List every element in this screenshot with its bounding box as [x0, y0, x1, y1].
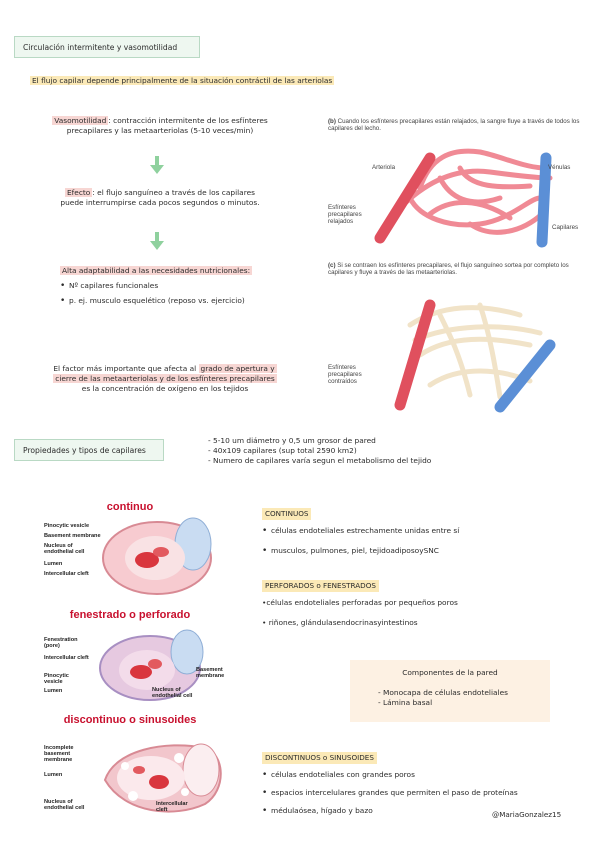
list-item: p. ej. musculo esquelético (reposo vs. e… — [60, 295, 310, 307]
label-capilares: Capilares — [552, 224, 579, 231]
list-item: •células endoteliales perforadas por peq… — [262, 597, 458, 607]
factor-line3: es la concentración de oxígeno en los te… — [81, 383, 249, 393]
list-item: - Numero de capilares varía segun el met… — [208, 455, 432, 465]
label-lumen: Lumen — [44, 561, 63, 567]
list-item: células endoteliales estrechamente unida… — [262, 525, 582, 537]
author-handle: @MariaGonzalez15 — [492, 810, 562, 819]
title-box: Circulación intermitente y vasomotilidad — [14, 36, 200, 58]
page-title: Circulación intermitente y vasomotilidad — [23, 43, 178, 52]
propiedades-list: - 5-10 um diámetro y 0,5 um grosor de pa… — [208, 436, 578, 466]
vasomotilidad-term: Vasomotilidad — [52, 116, 109, 125]
continuos-list: células endoteliales estrechamente unida… — [262, 525, 582, 557]
label-basement-membrane: Basement membrane — [196, 667, 225, 679]
componentes-heading: Componentes de la pared — [402, 668, 498, 677]
label-venulas: Vénulas — [548, 164, 571, 171]
label-intercellular-cleft: Intercellular cleft — [156, 801, 188, 813]
label-nucleus: Nucleus of endothelial cell — [152, 687, 193, 699]
efecto-text-b: puede interrumpirse cada pocos segundos … — [60, 197, 260, 207]
list-item: - Monocapa de células endoteliales — [378, 687, 508, 697]
list-item: - 5-10 um diámetro y 0,5 um grosor de pa… — [208, 436, 376, 445]
list-item: médulaósea, hígado y bazo — [262, 805, 582, 817]
figure-c-tag: (c) — [328, 262, 336, 269]
capillary-bed-contracted-diagram — [394, 299, 556, 413]
label-pinocytic-vesicle: Pinocytic vesicle — [44, 673, 69, 685]
continuos-heading: CONTINUOS — [262, 508, 312, 520]
label-esfinteres-relajados: Esfínteres precapilares relajados — [328, 204, 362, 226]
factor-line1-a: El factor más importante que afecta al — [53, 364, 199, 373]
discontinuos-heading: DISCONTINUOS o SINUSOIDES — [262, 752, 377, 764]
label-nucleus: Nucleus of endothelial cell — [44, 543, 85, 555]
figure-b-tag: (b) — [328, 118, 336, 125]
label-nucleus: Nucleus of endothelial cell — [44, 799, 85, 811]
perforados-block: PERFORADOS o FENESTRADOS •células endote… — [262, 580, 582, 628]
figure-c-caption: (c) Si se contraen los esfínteres precap… — [328, 262, 588, 277]
factor-line1-hl: grado de apertura y — [198, 364, 277, 373]
label-intercellular-cleft: Intercellular cleft — [44, 655, 89, 661]
discontinuo-illustration — [103, 743, 222, 813]
list-item: musculos, pulmones, piel, tejidoadiposoy… — [262, 545, 582, 557]
propiedades-title: Propiedades y tipos de capilares — [23, 446, 146, 455]
discontinuo-title: discontinuo o sinusoides — [63, 714, 197, 726]
efecto-block: Efecto: el flujo sanguíneo a través de l… — [30, 188, 290, 208]
propiedades-box: Propiedades y tipos de capilares — [14, 439, 164, 461]
label-esfinteres-contraidos: Esfínteres precapilares contraídos — [328, 364, 362, 386]
discontinuos-list: células endoteliales con grandes poros e… — [262, 769, 582, 817]
capillary-bed-relaxed-diagram — [374, 148, 553, 248]
componentes-box: Componentes de la pared - Monocapa de cé… — [350, 660, 550, 722]
continuo-title: continuo — [106, 501, 154, 513]
figure-b-caption: (b) Cuando los esfínteres precapilares e… — [328, 118, 588, 133]
adaptabilidad-list: Nº capilares funcionales p. ej. musculo … — [60, 280, 310, 307]
label-fenestration: Fenestration (pore) — [44, 637, 78, 649]
figure-b-caption-text: Cuando los esfínteres precapilares están… — [328, 118, 580, 133]
label-intercellular-cleft: Intercellular cleft — [44, 571, 89, 577]
perforados-heading: PERFORADOS o FENESTRADOS — [262, 580, 379, 592]
vasomotilidad-text-a: : contracción intermitente de los esfínt… — [108, 116, 268, 125]
figure-c-caption-text: Si se contraen los esfínteres precapilar… — [328, 262, 569, 277]
list-item: - 40x109 capilares (sup total 2590 km2) — [208, 445, 357, 455]
label-incomplete-basement-membrane: Incomplete basement membrane — [44, 745, 74, 763]
label-lumen: Lumen — [44, 688, 63, 694]
efecto-term: Efecto — [65, 188, 93, 197]
factor-block: El factor más importante que afecta al g… — [20, 364, 310, 394]
label-pinocytic-vesicle: Pinocytic vesicle — [44, 523, 90, 529]
factor-line2-hl: cierre de las metaarteriolas y de los es… — [53, 373, 277, 383]
discontinuos-block: DISCONTINUOS o SINUSOIDES células endote… — [262, 752, 582, 821]
label-basement-membrane: Basement membrane — [44, 533, 101, 539]
subtitle-text: El flujo capilar depende principalmente … — [30, 76, 335, 85]
vasomotilidad-block: Vasomotilidad: contracción intermitente … — [30, 116, 290, 136]
adaptabilidad-block: Alta adaptabilidad a las necesidades nut… — [60, 266, 310, 311]
list-item: • riñones, glándulasendocrinasyintestino… — [262, 617, 418, 627]
label-arteriola: Arteriola — [372, 164, 396, 171]
fenestrado-title: fenestrado o perforado — [69, 609, 191, 621]
list-item: - Lámina basal — [378, 697, 433, 707]
arrow-down-icon — [150, 232, 164, 250]
efecto-text-a: : el flujo sanguíneo a través de los cap… — [92, 188, 255, 197]
fenestrado-illustration — [99, 629, 204, 701]
list-item: Nº capilares funcionales — [60, 280, 310, 292]
arrow-down-icon — [150, 156, 164, 174]
list-item: células endoteliales con grandes poros — [262, 769, 582, 781]
subtitle: El flujo capilar depende principalmente … — [30, 76, 335, 86]
continuo-illustration — [102, 517, 212, 595]
adaptabilidad-heading: Alta adaptabilidad a las necesidades nut… — [60, 266, 253, 275]
label-lumen: Lumen — [44, 772, 63, 778]
vasomotilidad-text-b: precapilares y las metaarteriolas (5-10 … — [66, 125, 254, 135]
continuos-block: CONTINUOS células endoteliales estrecham… — [262, 508, 582, 561]
list-item: espacios intercelulares grandes que perm… — [262, 787, 582, 799]
